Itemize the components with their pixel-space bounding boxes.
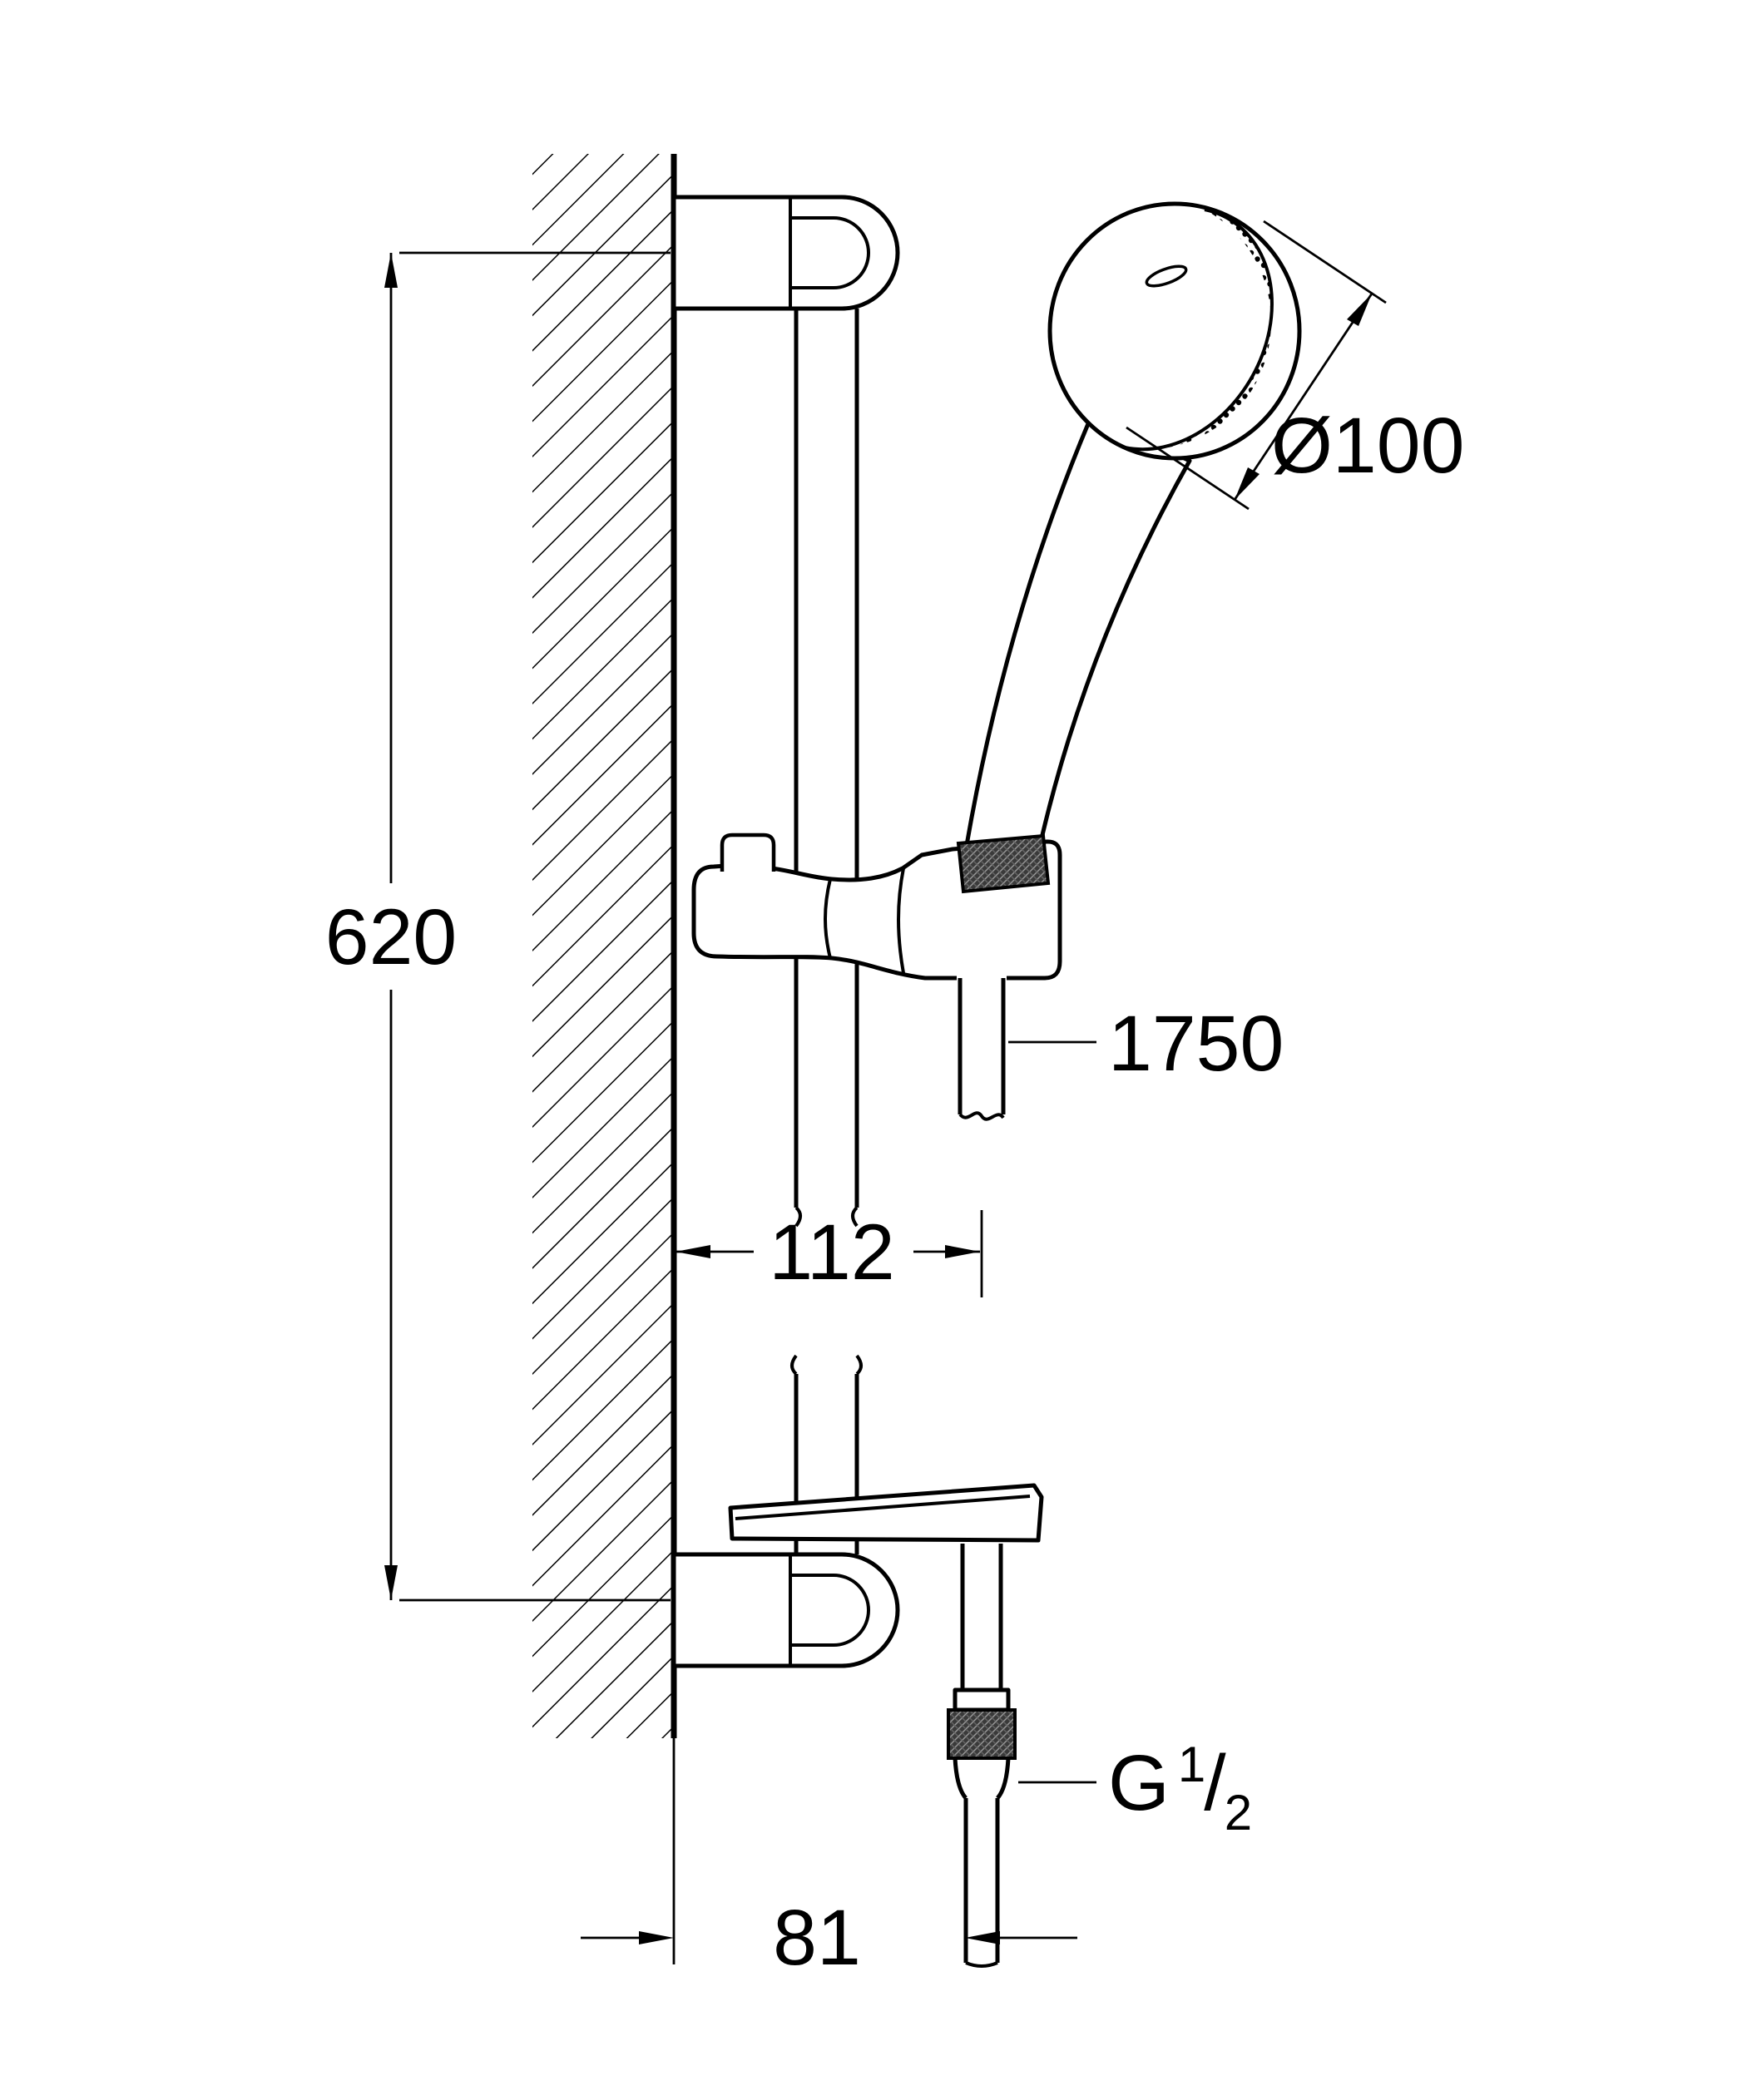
spray-face-edge [1124, 208, 1274, 452]
hose-nut-knurled [956, 833, 1051, 894]
arrow-right-icon [945, 1245, 980, 1258]
shelf-tray [728, 1483, 1044, 1543]
slider-holder [691, 833, 1062, 981]
offset-lower-label: 81 [773, 1894, 861, 1982]
hand-shower-handle [964, 413, 1192, 847]
connector-shoulder [953, 1687, 1011, 1712]
hose-end-cap [965, 1961, 998, 1968]
bottom-mounting-bracket [671, 1552, 900, 1668]
dim-offset-upper: 112 [676, 1208, 983, 1297]
thread-letter: G [1108, 1739, 1170, 1827]
extension-line-lower [1126, 426, 1250, 511]
wall [532, 154, 677, 1964]
arrow-left-icon [676, 1245, 710, 1258]
offset-upper-label: 112 [769, 1208, 894, 1297]
rail-middle-segment [794, 952, 859, 1208]
dim-head-diameter: Ø100 [1126, 220, 1464, 511]
head-diameter-label: Ø100 [1271, 402, 1464, 490]
slider-contour-right [897, 867, 905, 974]
head-logo-slot [1145, 264, 1188, 288]
rail-break-mark-top [794, 1206, 859, 1228]
hose-length-label: 1750 [1108, 1000, 1284, 1088]
thread-numerator: 1 [1178, 1737, 1205, 1792]
tray-rim-line [735, 1495, 1031, 1520]
arrow-down-icon [384, 1565, 398, 1600]
hose-taper [953, 1757, 1011, 1800]
arrow-upper-icon [1347, 294, 1372, 326]
hose-break-mark [958, 1111, 1005, 1121]
bracket-inner-cap [790, 1574, 870, 1647]
slider-lock-button [720, 833, 776, 872]
dimension-line [1233, 293, 1373, 501]
shower-hose-upper: 1750 [957, 975, 1284, 1121]
thread-denominator: 2 [1225, 1785, 1252, 1841]
rail-height-label: 620 [325, 893, 458, 981]
arrow-right-icon [965, 1931, 1000, 1944]
thread-slash: / [1204, 1739, 1226, 1827]
rail-break-mark-bottom [790, 1354, 863, 1376]
hose-mask [957, 975, 1007, 1119]
arrow-up-icon [384, 253, 398, 288]
extension-line-upper [1263, 220, 1387, 304]
shower-rail [790, 309, 863, 1554]
connector-shank [960, 1544, 1003, 1690]
top-mounting-bracket [671, 195, 900, 311]
hand-shower-head [1047, 201, 1302, 461]
rail-upper-segment [794, 309, 859, 890]
connector-nut-knurled [947, 1708, 1017, 1760]
bracket-inner-cap [790, 216, 870, 289]
shower-hose-lower [947, 1544, 1017, 1968]
hand-shower [964, 413, 1192, 847]
bracket-body [671, 1552, 900, 1668]
hose-lines [958, 978, 1006, 1114]
bracket-body [671, 195, 900, 311]
tray-body [728, 1483, 1044, 1543]
wall-hatching [532, 154, 674, 1738]
slider-contour-left [824, 878, 832, 959]
head-outline [1047, 201, 1302, 461]
dim-rail-height: 620 [325, 251, 671, 1602]
arrow-left-icon [639, 1931, 674, 1944]
arrow-lower-icon [1235, 467, 1260, 500]
dim-offset-lower: 81 [581, 1894, 1077, 1982]
